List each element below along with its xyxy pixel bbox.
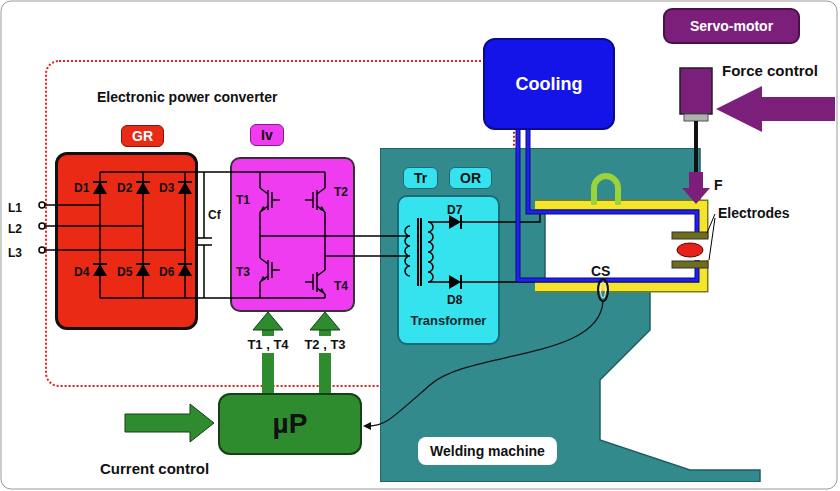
transistor-name: T4	[334, 279, 348, 293]
transistor-name: T1	[236, 193, 250, 207]
rectifier-box: GR	[55, 152, 198, 330]
current-label: Current control	[100, 460, 209, 477]
current-sensor	[363, 279, 608, 430]
capacitor-name: Cf	[208, 208, 221, 222]
rectifier-wiring	[100, 172, 325, 298]
diode-name: D7	[447, 203, 462, 217]
diode-name: D3	[159, 181, 174, 195]
box-title: Servo-motor	[690, 18, 773, 34]
leader-line	[707, 214, 715, 260]
terminal	[39, 202, 45, 253]
box-title: Electronic power converter	[97, 89, 278, 105]
welding-arm	[535, 205, 703, 287]
transistor-name: T2	[334, 185, 348, 199]
line-terminal: L2	[8, 222, 22, 236]
inverter-wiring	[230, 172, 410, 298]
diode-name: D6	[159, 265, 174, 279]
box-text: Transformer	[411, 313, 487, 328]
flexible-shunt	[594, 176, 618, 205]
diode-name: D5	[117, 265, 132, 279]
force-symbol: F	[714, 177, 723, 193]
diode-name: D1	[74, 181, 89, 195]
box-title: Cooling	[516, 74, 583, 95]
diode-name: D2	[117, 181, 132, 195]
line-terminal: L1	[8, 201, 22, 215]
box-title: Welding machine	[418, 437, 557, 465]
box-title: Tr	[403, 167, 438, 189]
machine-housing: Welding machineTrORTransformer	[380, 148, 800, 482]
servo-box: Servo-motor	[663, 8, 800, 44]
signal-label: T2 , T3	[301, 336, 348, 353]
igbt-symbol	[260, 188, 325, 294]
controller-box: µP	[218, 393, 362, 455]
box-title: GR	[121, 125, 164, 147]
diode-name: D8	[447, 293, 462, 307]
electrode-symbol	[672, 232, 708, 268]
cooling-pipe	[518, 130, 697, 280]
part-label: Electrodes	[718, 205, 790, 221]
signal-label: T1 , T4	[244, 336, 291, 353]
line-terminal: L3	[8, 246, 22, 260]
box-title: µP	[273, 408, 308, 440]
current-control-arrow	[125, 404, 214, 442]
force-arrow	[716, 86, 835, 132]
mains-wires	[45, 205, 185, 250]
box-title: Iv	[250, 124, 284, 146]
force-label: Force control	[722, 62, 818, 79]
servo-body	[680, 68, 712, 204]
diode-symbol	[93, 182, 192, 276]
transistor-name: T3	[236, 265, 250, 279]
box-text: OR	[449, 167, 492, 189]
power-wire	[355, 236, 397, 237]
diode-name: D4	[74, 265, 89, 279]
transformer-box: TrORTransformer	[397, 195, 500, 345]
capacitor-symbol	[196, 172, 212, 298]
sensor-name: CS	[591, 263, 610, 279]
diode-symbol	[449, 215, 461, 289]
cooling-box: Cooling	[483, 38, 615, 130]
power-wire	[198, 172, 230, 173]
